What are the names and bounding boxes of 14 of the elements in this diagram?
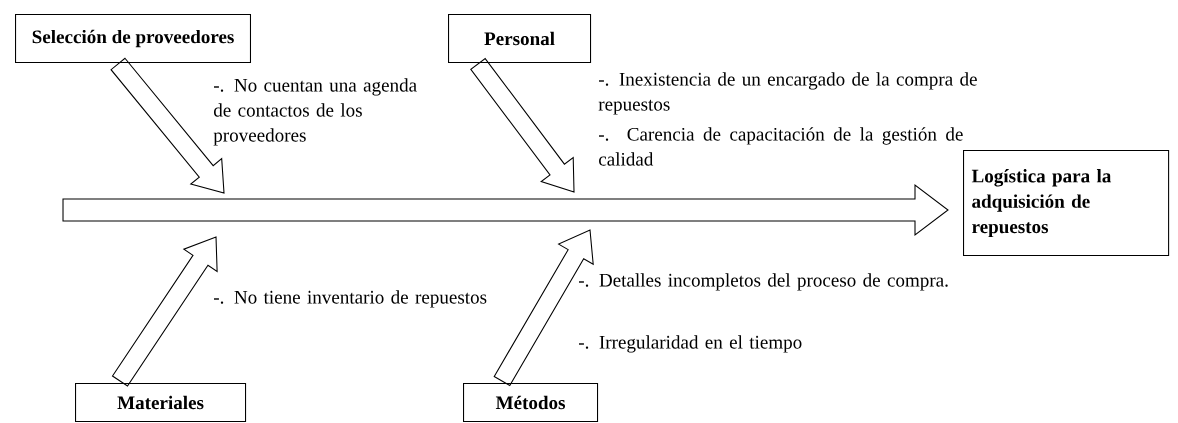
block-arrow — [493, 229, 594, 387]
cause-text: -. Carencia de capacitación de la gestión de calidad — [599, 127, 963, 166]
category-box: Métodos — [463, 383, 599, 423]
cause-text: -. No tiene inventario de repuestos — [214, 290, 487, 308]
category-box: Personal — [448, 14, 592, 64]
block-arrow — [62, 183, 949, 237]
cause-text: -. No cuentan una agenda de contactos de los proveedores — [213, 78, 417, 146]
category-box: Selección de proveedores — [15, 14, 251, 64]
cause-text: -. Inexistencia de un encargado de la compra de repuestos — [598, 72, 977, 115]
category-box: Materiales — [75, 383, 247, 423]
block-arrow — [110, 57, 225, 194]
effect-box: Logística para la adquisición de repuestos — [963, 150, 1170, 257]
cause-text: -. Irregularidad en el tiempo — [579, 335, 802, 353]
cause-text: -. Detalles incompletos del proceso de compra. — [579, 273, 948, 291]
